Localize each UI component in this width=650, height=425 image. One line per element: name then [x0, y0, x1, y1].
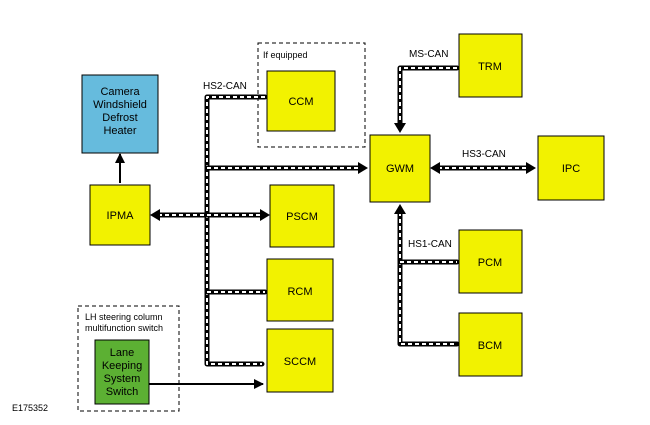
gwm-module: GWM [369, 134, 431, 203]
ipma-pscm-link [150, 209, 270, 221]
lane-line-1: Lane [110, 347, 134, 359]
camera-line-4: Heater [103, 125, 136, 137]
pscm-label: PSCM [286, 211, 318, 223]
rcm-label: RCM [287, 286, 312, 298]
ipma-module: IPMA [89, 184, 151, 246]
lh-switch-label-1: LH steering column [85, 312, 163, 322]
figure-id: E175352 [12, 403, 48, 413]
lh-switch-group [77, 305, 180, 412]
pscm-module: PSCM [269, 184, 335, 248]
ms-can-bus [394, 65, 460, 133]
ccm-label: CCM [288, 96, 313, 108]
ipc-module: IPC [537, 135, 605, 201]
lh-switch-label-2: multifunction switch [85, 323, 163, 333]
lane-line-2: Keeping [102, 360, 142, 372]
hs2-can-label: HS2-CAN [203, 81, 247, 92]
ipc-label: IPC [562, 163, 580, 175]
sccm-label: SCCM [284, 356, 316, 368]
camera-line-2: Windshield [93, 99, 147, 111]
trm-label: TRM [478, 61, 502, 73]
trm-module: TRM [458, 33, 523, 98]
pcm-label: PCM [478, 257, 502, 269]
gwm-label: GWM [386, 163, 414, 175]
ipma-label: IPMA [107, 210, 135, 222]
bcm-label: BCM [478, 340, 502, 352]
hs3-can-bus [430, 162, 536, 174]
rcm-module: RCM [266, 258, 334, 322]
sccm-module: SCCM [266, 328, 334, 393]
bcm-module: BCM [458, 312, 523, 377]
lane-keeping-switch: Lane Keeping System Switch [94, 339, 150, 405]
lane-line-4: Switch [106, 386, 138, 398]
camera-line-3: Defrost [102, 112, 137, 124]
if-equipped-label: If equipped [263, 50, 308, 60]
ms-can-label: MS-CAN [409, 49, 448, 60]
camera-heater-module: Camera Windshield Defrost Heater [81, 74, 159, 154]
hs3-can-label: HS3-CAN [462, 149, 506, 160]
hs1-can-label: HS1-CAN [408, 239, 452, 250]
pcm-module: PCM [458, 229, 523, 294]
hs1-can-bus [394, 204, 460, 347]
ccm-module: CCM [266, 70, 336, 132]
camera-line-1: Camera [100, 86, 140, 98]
lane-line-3: System [104, 373, 141, 385]
